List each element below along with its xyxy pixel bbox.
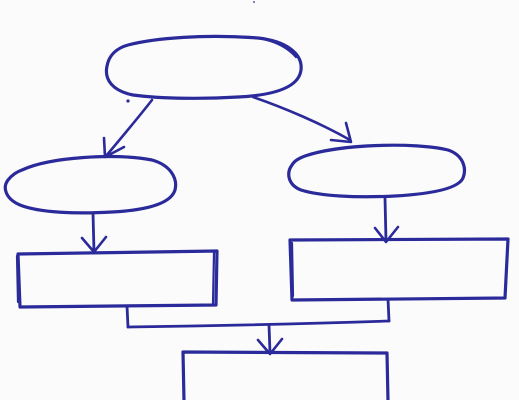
right-rectangle bbox=[288, 237, 510, 302]
arrow-top-to-right-head bbox=[329, 121, 353, 144]
left-rectangle-overstroke bbox=[15, 251, 216, 306]
merge-connector-right-drop bbox=[386, 297, 391, 323]
top-ellipse bbox=[104, 34, 303, 100]
arrow-top-to-left-line bbox=[104, 98, 154, 158]
arrow-merge-to-bottom-head bbox=[256, 337, 284, 356]
arrow-top-to-right-line bbox=[251, 95, 352, 142]
right-rectangle-overstroke bbox=[290, 241, 295, 298]
left-rectangle bbox=[16, 249, 219, 309]
stray-ink-dot bbox=[126, 99, 130, 103]
stray-ink-dot bbox=[253, 1, 255, 3]
left-ellipse bbox=[3, 154, 178, 215]
merge-connector-left-drop bbox=[125, 304, 130, 329]
merge-connector-bar bbox=[126, 319, 391, 329]
top-ellipse-overstroke bbox=[238, 35, 298, 59]
arrow-left-ellipse-to-rect-head bbox=[80, 235, 108, 254]
arrow-merge-to-bottom-line bbox=[267, 323, 272, 355]
arrow-left-ellipse-to-rect-line bbox=[91, 211, 96, 254]
arrow-right-ellipse-to-rect-line bbox=[383, 196, 388, 243]
arrow-top-to-left-head bbox=[102, 136, 126, 159]
bottom-rectangle bbox=[181, 350, 390, 400]
arrow-right-ellipse-to-rect-head bbox=[373, 225, 400, 244]
right-ellipse bbox=[287, 143, 467, 199]
